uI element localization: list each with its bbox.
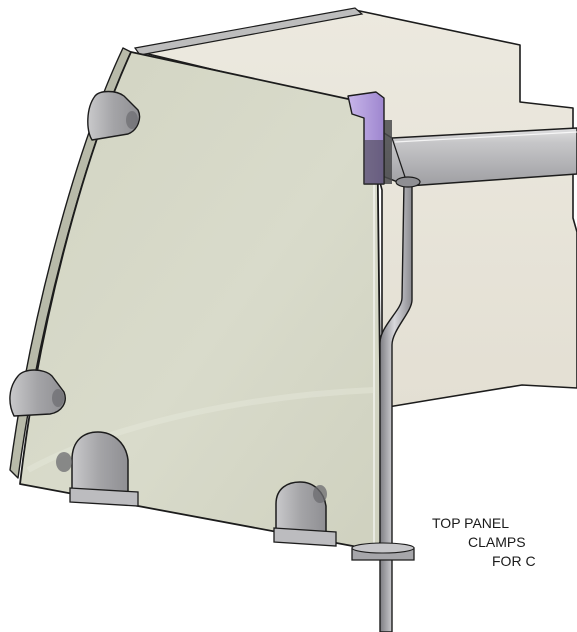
caption-line-3: FOR C xyxy=(492,553,536,569)
caption-line-1: TOP PANEL xyxy=(432,515,510,531)
caption-line-2: CLAMPS xyxy=(468,534,526,550)
bottom-clamp-left xyxy=(56,431,139,507)
pole-collar xyxy=(351,542,415,561)
left-clamp-lower xyxy=(9,369,66,417)
bottom-clamp-right xyxy=(273,481,337,547)
top-clip xyxy=(347,91,385,185)
caption: TOP PANEL CLAMPS FOR C xyxy=(432,514,577,571)
support-pole xyxy=(379,176,421,632)
left-clamp-upper xyxy=(87,90,141,141)
